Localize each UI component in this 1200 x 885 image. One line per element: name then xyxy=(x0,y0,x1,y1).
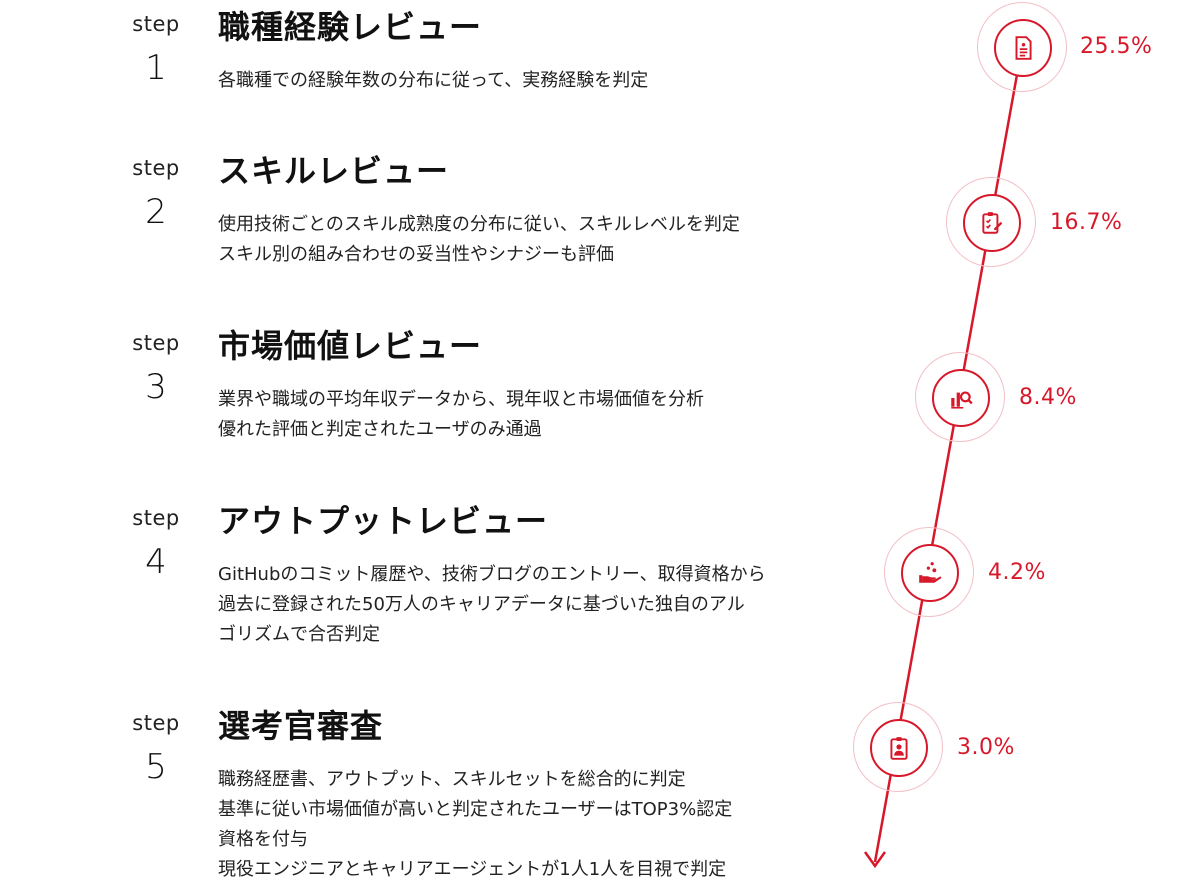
step-description: 使用技術ごとのスキル成熟度の分布に従い、スキルレベルを判定 スキル別の組み合わせ… xyxy=(218,210,740,270)
step-1-percentage: 25.5% xyxy=(1080,34,1153,59)
step-number: 3 xyxy=(145,367,167,407)
step-label: step xyxy=(132,711,180,735)
description-line: 現役エンジニアとキャリアエージェントが1人1人を目視で判定 xyxy=(218,859,727,880)
description-line: 資格を付与 xyxy=(218,829,308,850)
step-description: 業界や職域の平均年収データから、現年収と市場価値を分析 優れた評価と判定されたユ… xyxy=(218,385,704,445)
step-description: GitHubのコミット履歴や、技術ブログのエントリー、取得資格から 過去に登録さ… xyxy=(218,560,766,650)
step-description: 職務経歴書、アウトプット、スキルセットを総合的に判定 基準に従い市場価値が高いと… xyxy=(218,765,732,885)
step-number: 5 xyxy=(145,747,167,787)
description-line: 各職種での経験年数の分布に従って、実務経験を判定 xyxy=(218,70,649,91)
step-4-percentage: 4.2% xyxy=(988,560,1046,585)
step-5-percentage: 3.0% xyxy=(957,735,1015,760)
step-number: 2 xyxy=(145,192,167,232)
description-line: 優れた評価と判定されたユーザのみ通過 xyxy=(218,419,542,440)
step-title: 市場価値レビュー xyxy=(218,327,483,365)
description-line: 過去に登録された50万人のキャリアデータに基づいた独自のアル xyxy=(218,594,745,615)
description-line: 業界や職域の平均年収データから、現年収と市場価値を分析 xyxy=(218,389,704,410)
step-title: スキルレビュー xyxy=(218,152,450,190)
step-number: 1 xyxy=(145,48,167,88)
description-line: 基準に従い市場価値が高いと判定されたユーザーはTOP3%認定 xyxy=(218,799,733,820)
step-1-marker xyxy=(977,2,1067,92)
hand-sparkle-icon xyxy=(919,562,942,583)
step-3-percentage: 8.4% xyxy=(1019,385,1077,410)
step-5-marker xyxy=(853,702,943,792)
step-label: step xyxy=(132,12,180,36)
step-title: 職種経験レビュー xyxy=(218,8,483,46)
description-line: スキル別の組み合わせの妥当性やシナジーも評価 xyxy=(218,244,614,265)
step-description: 各職種での経験年数の分布に従って、実務経験を判定 xyxy=(218,66,648,96)
description-line: 職務経歴書、アウトプット、スキルセットを総合的に判定 xyxy=(218,769,686,790)
document-icon xyxy=(1015,36,1032,60)
step-title: 選考官審査 xyxy=(218,707,384,745)
step-2-marker xyxy=(946,177,1036,267)
step-2-percentage: 16.7% xyxy=(1050,210,1123,235)
step-number: 4 xyxy=(145,542,167,582)
description-line: ゴリズムで合否判定 xyxy=(218,624,380,645)
step-label: step xyxy=(132,506,180,530)
step-title: アウトプットレビュー xyxy=(218,502,549,540)
flow-arrow-head xyxy=(863,851,887,869)
clipboard-edit-icon xyxy=(982,212,1003,234)
description-line: GitHubのコミット履歴や、技術ブログのエントリー、取得資格から xyxy=(218,564,766,585)
step-4-marker xyxy=(884,527,974,617)
chart-search-icon xyxy=(951,391,973,409)
description-line: 使用技術ごとのスキル成熟度の分布に従い、スキルレベルを判定 xyxy=(218,214,740,235)
step-label: step xyxy=(132,156,180,180)
step-label: step xyxy=(132,331,180,355)
step-3-marker xyxy=(915,352,1005,442)
id-badge-icon xyxy=(890,737,908,760)
